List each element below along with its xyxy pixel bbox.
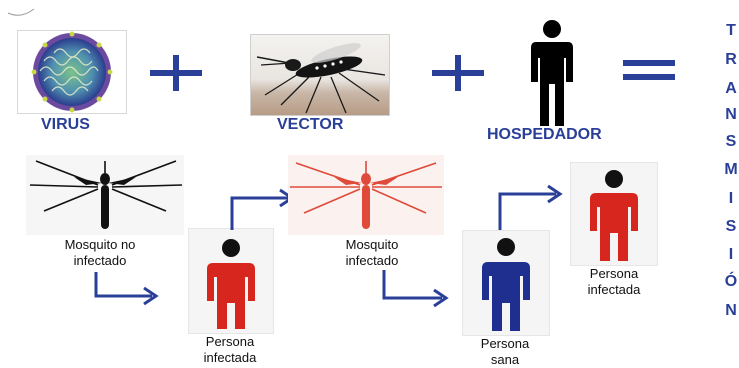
caption-line: infectada bbox=[170, 350, 290, 366]
arrow-to-infected-person bbox=[92, 272, 162, 308]
arrow-to-healthy-person bbox=[380, 270, 452, 308]
caption-line: Persona bbox=[554, 266, 674, 282]
caption-person-infected-1: Persona infectada bbox=[170, 334, 290, 366]
result-letter: S bbox=[722, 218, 739, 236]
mosquito-photo bbox=[251, 35, 389, 115]
person-infected-card bbox=[570, 162, 658, 266]
arrow-icon bbox=[92, 272, 162, 308]
caption-mosquito-infected: Mosquito infectado bbox=[312, 237, 432, 269]
host-label: HOSPEDADOR bbox=[487, 126, 602, 144]
caption-line: Mosquito bbox=[312, 237, 432, 253]
virus-icon bbox=[18, 31, 126, 113]
virus-image bbox=[17, 30, 127, 114]
plus-sign bbox=[150, 55, 202, 91]
host-figure bbox=[527, 18, 577, 130]
vector-label: VECTOR bbox=[277, 116, 343, 134]
caption-person-infected-2: Persona infectada bbox=[554, 266, 674, 298]
person-infected-card bbox=[188, 228, 274, 334]
arrow-to-second-infected-person bbox=[494, 180, 566, 232]
person-healthy-card bbox=[462, 230, 550, 336]
caption-line: Persona bbox=[445, 336, 565, 352]
equals-sign bbox=[623, 60, 675, 82]
caption-person-healthy: Persona sana bbox=[445, 336, 565, 368]
caption-line: infectado bbox=[40, 253, 160, 269]
caption-line: Mosquito no bbox=[40, 237, 160, 253]
arrow-icon bbox=[224, 184, 296, 232]
result-letter: N bbox=[722, 106, 739, 124]
plus-sign bbox=[432, 55, 484, 91]
arrow-icon bbox=[494, 180, 566, 232]
vector-photo bbox=[250, 34, 390, 116]
mosquito-uninfected bbox=[26, 155, 184, 235]
result-letter: N bbox=[722, 302, 739, 320]
mosquito-icon bbox=[288, 155, 444, 235]
caption-line: Persona bbox=[170, 334, 290, 350]
result-letter: I bbox=[722, 190, 739, 208]
mosquito-infected bbox=[288, 155, 444, 235]
caption-line: infectado bbox=[312, 253, 432, 269]
human-silhouette bbox=[189, 229, 273, 333]
result-letter: R bbox=[722, 51, 739, 69]
result-letter: M bbox=[722, 161, 739, 179]
result-letter: I bbox=[722, 246, 739, 264]
caption-line: sana bbox=[445, 352, 565, 368]
mosquito-icon bbox=[26, 155, 184, 235]
result-letter: T bbox=[722, 22, 739, 40]
virus-label: VIRUS bbox=[41, 116, 90, 134]
top-left-mark bbox=[6, 4, 36, 14]
caption-mosquito-uninfected: Mosquito no infectado bbox=[40, 237, 160, 269]
result-letter: Ó bbox=[722, 273, 739, 291]
result-letter: S bbox=[722, 133, 739, 151]
human-silhouette bbox=[527, 18, 577, 130]
human-silhouette bbox=[463, 231, 549, 335]
caption-line: infectada bbox=[554, 282, 674, 298]
arrow-icon bbox=[380, 270, 452, 308]
result-letter: A bbox=[722, 80, 739, 98]
human-silhouette bbox=[571, 163, 657, 265]
arrow-to-infected-mosquito bbox=[224, 184, 296, 232]
